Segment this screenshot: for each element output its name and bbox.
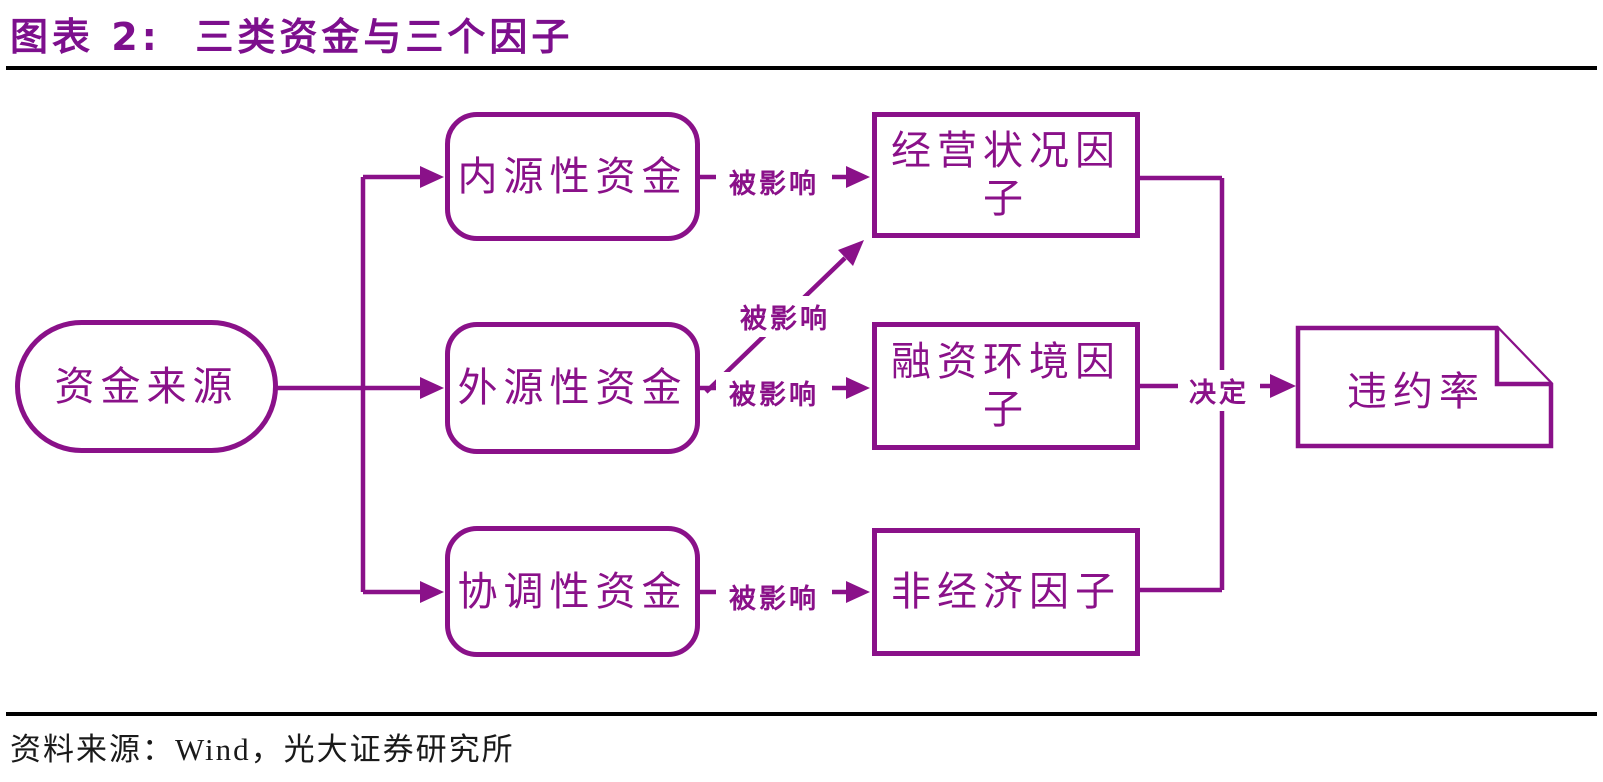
arrowhead-icon bbox=[420, 377, 444, 399]
arrowhead-icon bbox=[838, 240, 864, 266]
node-label: 经营状况因子 bbox=[891, 128, 1121, 222]
node-internal-funds: 内源性资金 bbox=[445, 112, 700, 241]
arrowhead-icon bbox=[420, 581, 444, 603]
node-noneconomic-factor: 非经济因子 bbox=[872, 528, 1140, 656]
arrowhead-icon bbox=[1270, 374, 1296, 398]
node-coordinated-funds: 协调性资金 bbox=[445, 526, 700, 657]
node-label: 内源性资金 bbox=[457, 153, 688, 200]
node-label: 融资环境因子 bbox=[891, 339, 1121, 433]
node-label: 违约率 bbox=[1347, 369, 1485, 415]
node-operating-factor: 经营状况因子 bbox=[872, 112, 1140, 238]
arrowhead-icon bbox=[846, 581, 870, 603]
figure-title: 图表 2: 三类资金与三个因子 bbox=[10, 15, 574, 59]
edge-source-to-funds bbox=[276, 166, 444, 603]
arrowhead-icon bbox=[846, 377, 870, 399]
node-fund-source: 资金来源 bbox=[15, 320, 278, 453]
edge-label-influenced-2: 被影响 bbox=[727, 296, 843, 337]
edge-label-influenced-4: 被影响 bbox=[716, 576, 832, 617]
arrowhead-icon bbox=[420, 166, 444, 188]
arrowhead-icon bbox=[846, 166, 870, 188]
top-divider-line bbox=[6, 66, 1597, 70]
node-label: 外源性资金 bbox=[457, 365, 688, 411]
result-node-shape bbox=[1295, 325, 1554, 449]
node-label: 资金来源 bbox=[54, 363, 239, 410]
node-financing-factor: 融资环境因子 bbox=[872, 322, 1140, 450]
node-default-rate: 违约率 bbox=[1298, 330, 1534, 446]
node-label: 非经济因子 bbox=[891, 569, 1121, 615]
edge-label-influenced-1: 被影响 bbox=[716, 161, 832, 202]
node-label: 协调性资金 bbox=[457, 568, 688, 615]
edge-label-determine: 决定 bbox=[1178, 370, 1260, 411]
source-note: 资料来源：Wind，光大证券研究所 bbox=[10, 732, 515, 767]
node-external-funds: 外源性资金 bbox=[445, 322, 700, 454]
edge-label-influenced-3: 被影响 bbox=[716, 372, 832, 413]
bottom-divider-line bbox=[6, 712, 1597, 716]
